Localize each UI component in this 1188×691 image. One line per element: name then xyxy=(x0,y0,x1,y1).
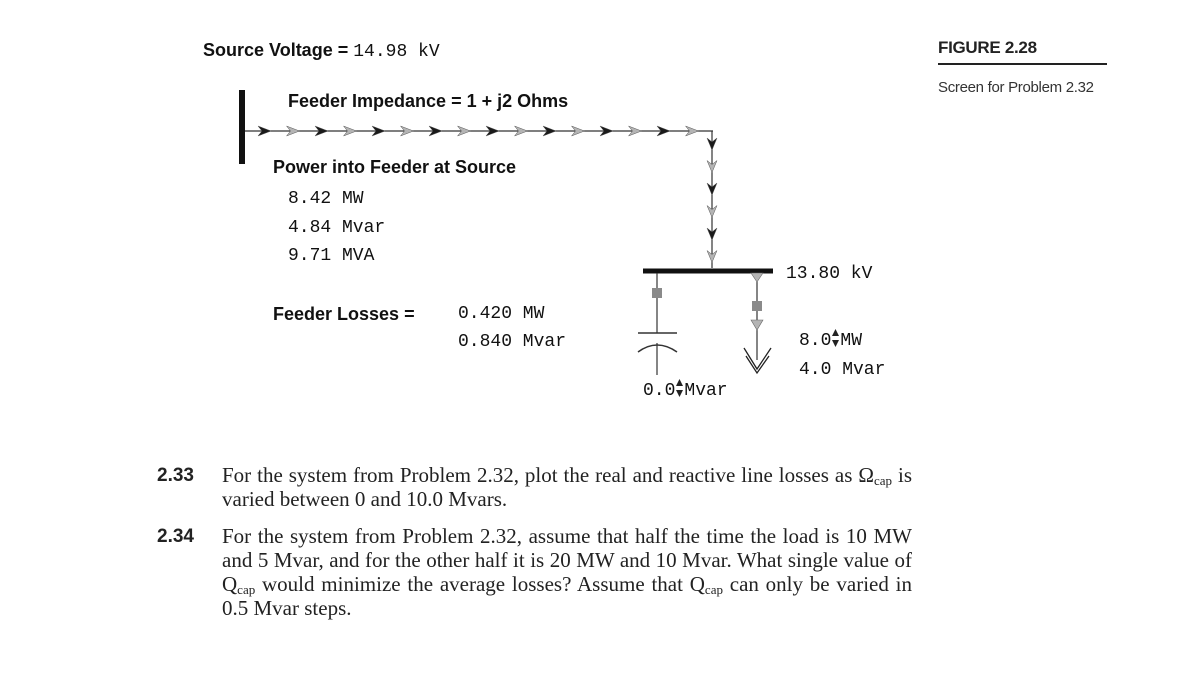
flow-arrow-icon xyxy=(570,125,586,137)
problem-subscript: cap xyxy=(237,582,256,597)
bus-voltage-value: 13.80 kV xyxy=(786,264,873,284)
problem-subscript: cap xyxy=(873,473,893,488)
cap-mvar-field[interactable]: 0.0 Mvar xyxy=(643,379,728,401)
breaker-icon[interactable] xyxy=(752,301,762,311)
figure-label: FIGURE 2.28 xyxy=(938,38,1037,57)
flow-arrow-icon xyxy=(342,125,358,137)
source-voltage: Source Voltage = 14.98 kV xyxy=(203,40,440,62)
flow-arrow-icon xyxy=(706,250,718,264)
problem-text: For the system from Problem 2.32, plot t… xyxy=(222,463,912,511)
load-mvar-value: 4.0 Mvar xyxy=(799,360,886,380)
problem-text-part: would minimize the average losses? Assum… xyxy=(255,572,705,596)
problem-text-part: For the system from Problem 2.32, assume… xyxy=(222,524,912,596)
problem-text-part: For the system from Problem 2.32, plot t… xyxy=(222,463,853,487)
problem-symbol: Ω xyxy=(858,463,874,487)
flow-arrow-icon xyxy=(485,125,500,137)
feeder-impedance-label: Feeder Impedance = 1 + j2 Ohms xyxy=(288,91,569,111)
problem-text-part: can only be varied in 0.5 Mvar steps. xyxy=(222,572,912,620)
flow-arrow-icon xyxy=(706,182,718,196)
source-voltage-value: 14.98 kV xyxy=(353,42,440,62)
source-voltage-label: Source Voltage = xyxy=(203,40,349,60)
problem-subscript: cap xyxy=(704,582,723,597)
flow-arrow-icon xyxy=(706,227,718,241)
power-into-feeder-title: Power into Feeder at Source xyxy=(273,157,517,177)
flow-arrow-icon xyxy=(513,125,529,137)
flow-arrow-icon xyxy=(656,125,671,137)
spinner-icon[interactable] xyxy=(675,377,684,399)
figure-caption: Screen for Problem 2.32 xyxy=(938,79,1094,96)
problem-number: 2.33 xyxy=(157,465,194,486)
flow-arrow-icon xyxy=(371,125,386,137)
flow-arrows-horizontal xyxy=(257,125,700,137)
cap-mvar-unit: Mvar xyxy=(684,380,728,401)
capacitor-icon xyxy=(637,273,678,375)
flow-arrow-icon xyxy=(257,125,272,137)
flow-arrow-icon xyxy=(428,125,443,137)
power-mva-value: 9.71 MVA xyxy=(288,246,375,266)
flow-arrow-icon xyxy=(314,125,329,137)
feeder-losses-label: Feeder Losses = xyxy=(273,304,415,324)
problem-text-part: is varied between 0 and 10.0 Mvars. xyxy=(222,463,912,511)
flow-arrow-icon xyxy=(706,160,718,174)
load-mw-unit: MW xyxy=(840,330,863,351)
flow-arrow-icon xyxy=(542,125,557,137)
feeder-losses-mw: 0.420 MW xyxy=(458,304,545,324)
power-mvar-value: 4.84 Mvar xyxy=(288,218,386,238)
flow-arrow-icon xyxy=(456,125,472,137)
cap-mvar-value: 0.0 xyxy=(643,380,676,401)
flow-arrow-icon xyxy=(684,125,700,137)
flow-arrow-icon xyxy=(399,125,415,137)
flow-arrow-icon xyxy=(285,125,301,137)
problem-text: For the system from Problem 2.32, assume… xyxy=(222,524,912,620)
load-arrow-icon xyxy=(743,347,772,375)
flow-arrow-icon xyxy=(706,205,718,219)
power-mw-value: 8.42 MW xyxy=(288,189,364,209)
breaker-icon[interactable] xyxy=(652,288,662,298)
load-mw-value: 8.0 xyxy=(799,330,832,351)
flow-arrow-icon xyxy=(627,125,643,137)
problem-number: 2.34 xyxy=(157,526,194,547)
figure-rule xyxy=(938,63,1107,65)
flow-arrow-icon xyxy=(599,125,614,137)
load-icon xyxy=(743,272,772,375)
load-mw-field[interactable]: 8.0 MW xyxy=(799,329,862,351)
spinner-icon[interactable] xyxy=(831,327,840,349)
feeder-losses-mvar: 0.840 Mvar xyxy=(458,332,567,352)
flow-arrows-vertical xyxy=(706,137,718,264)
flow-arrow-icon xyxy=(706,137,718,151)
